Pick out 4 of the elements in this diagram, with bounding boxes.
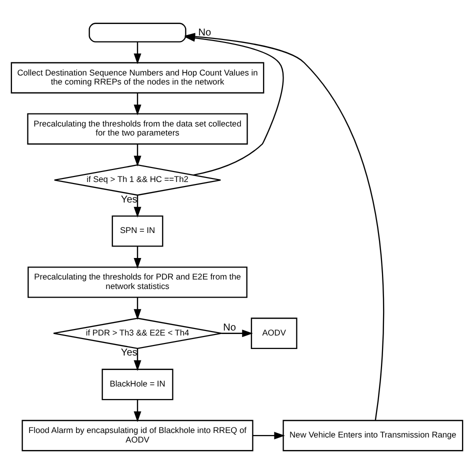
edge-label: No — [198, 28, 212, 39]
edge-label: No — [223, 322, 236, 334]
edge-label: Yes — [120, 194, 138, 206]
edge-label: Yes — [120, 348, 138, 359]
